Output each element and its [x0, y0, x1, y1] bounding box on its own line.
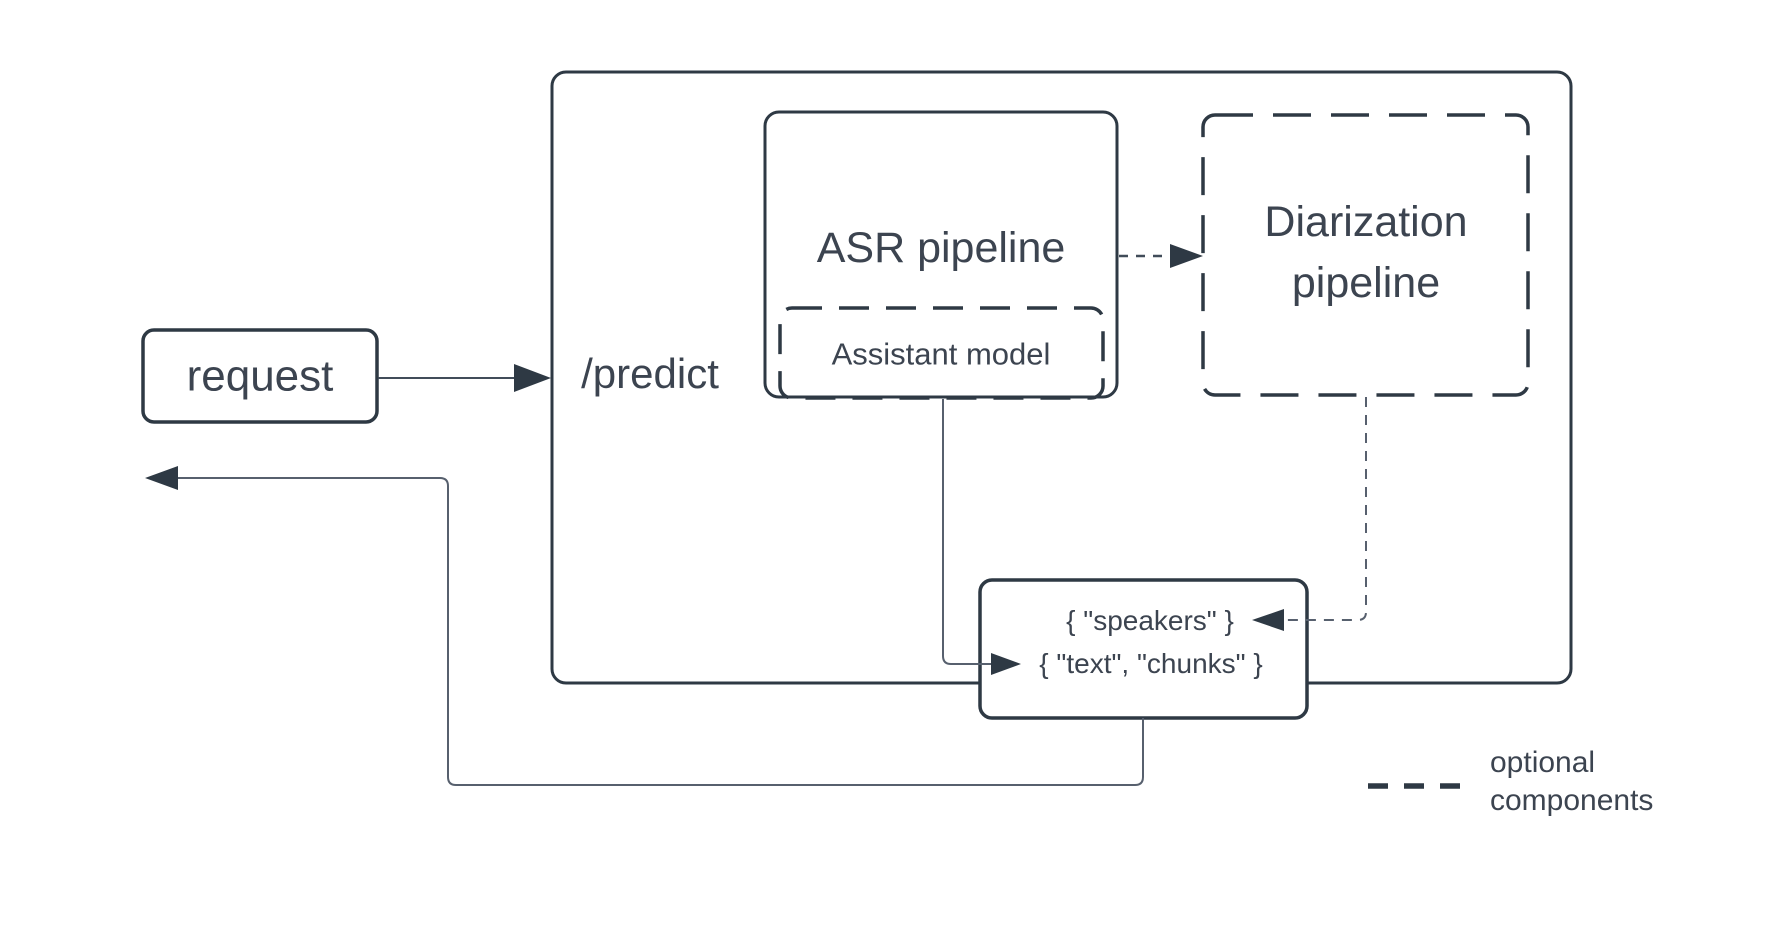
asr-pipeline-label: ASR pipeline: [816, 224, 1066, 273]
diarization-to-response-connector: [1285, 397, 1367, 621]
diarization-label-line2: pipeline: [1291, 259, 1441, 307]
response-return-arrowhead: [145, 466, 178, 490]
assistant-model-label: Assistant model: [831, 336, 1051, 372]
request-box: [141, 328, 379, 424]
legend-label-line2: components: [1490, 784, 1654, 817]
diarization-label-line1: Diarization: [1264, 198, 1468, 246]
request-to-predict-arrowhead: [514, 364, 551, 392]
diarization-pipeline-label: Diarization pipeline: [1264, 192, 1467, 314]
diarization-pipeline-box: [1201, 113, 1530, 397]
predict-endpoint-label: /predict: [581, 349, 719, 397]
diarization-to-response-arrowhead: [1252, 609, 1284, 631]
request-node-label: request: [186, 351, 334, 401]
assistant-to-response-arrowhead: [991, 653, 1021, 675]
response-text-chunks-text: { "text", "chunks" }: [1039, 648, 1263, 680]
response-speakers-text: { "speakers" }: [1066, 605, 1234, 637]
legend-label: optional components: [1490, 744, 1653, 820]
assistant-to-response-connector: [942, 399, 991, 665]
asr-pipeline-box: [763, 110, 1119, 399]
response-return-connector: [178, 477, 1144, 786]
legend-label-line1: optional: [1490, 746, 1596, 779]
asr-to-diarization-arrowhead: [1170, 244, 1203, 268]
assistant-model-box: [778, 306, 1105, 400]
